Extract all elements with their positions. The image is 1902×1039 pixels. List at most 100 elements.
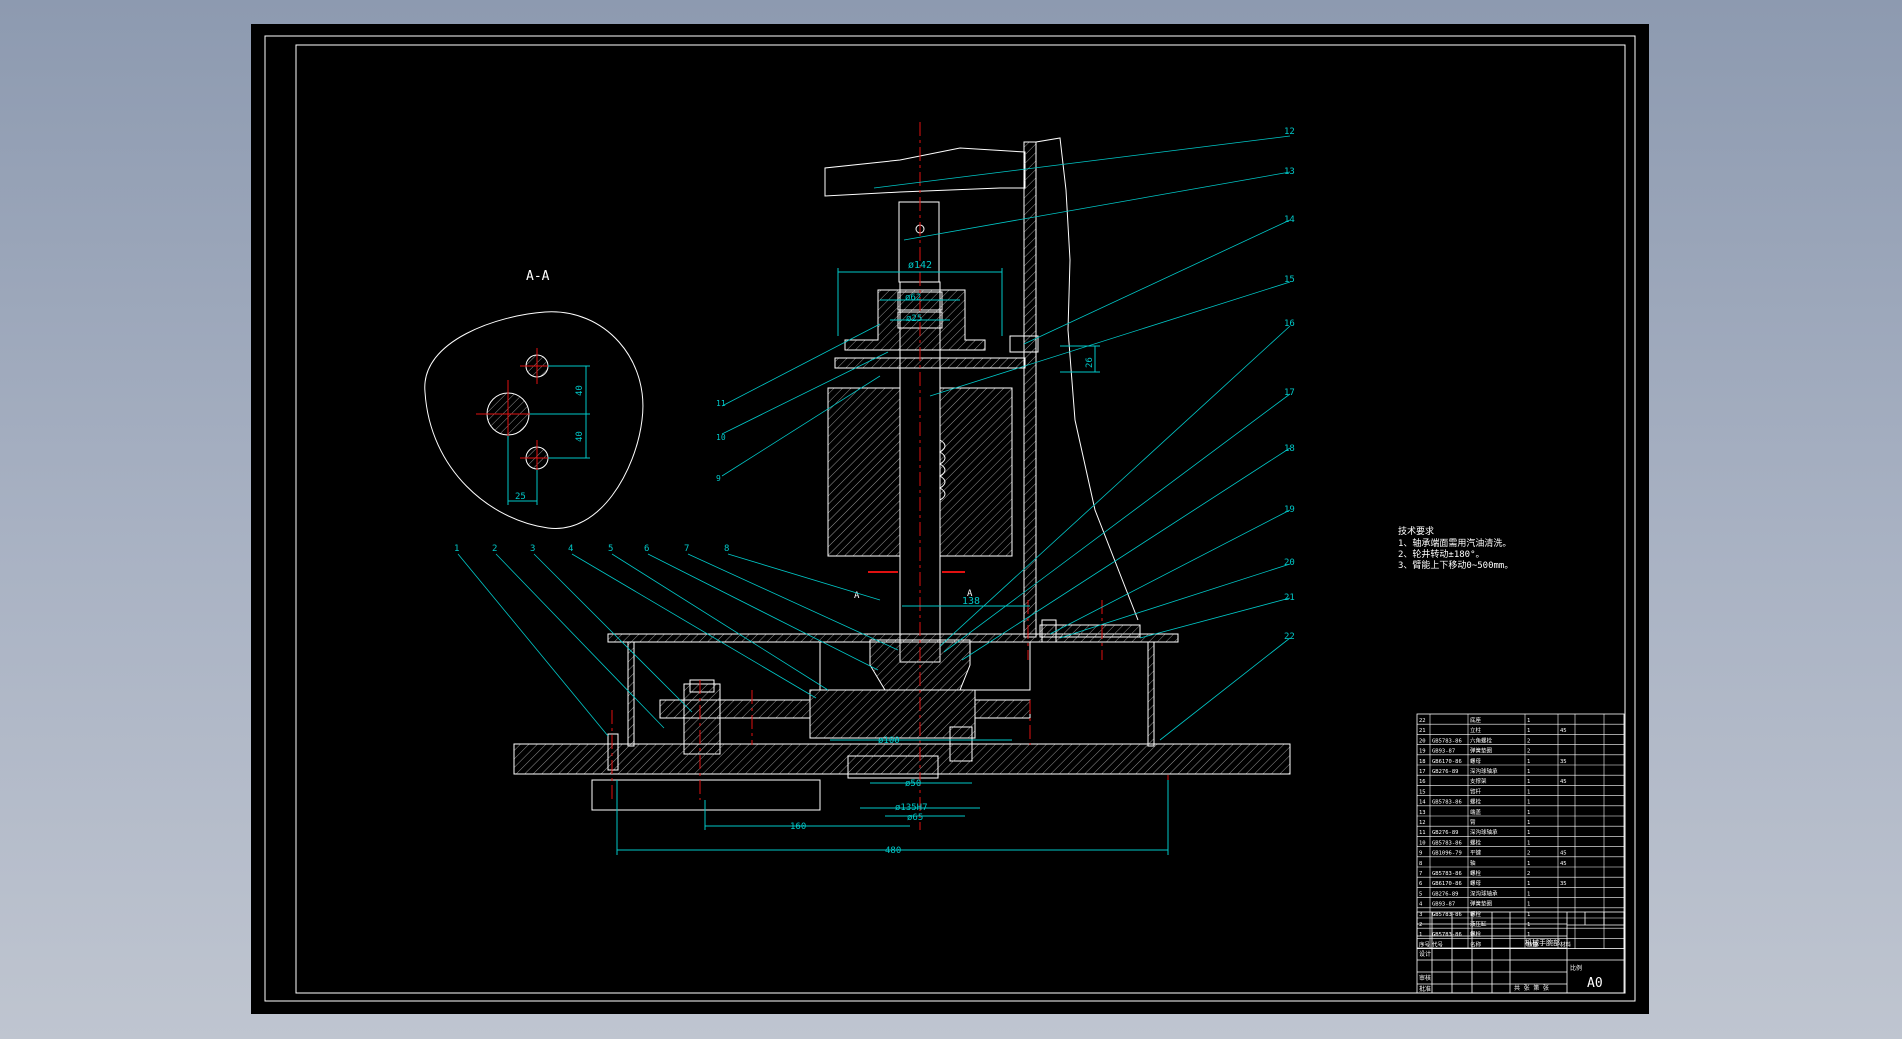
bom-cell-mat: 35 <box>1560 759 1567 765</box>
bom-cell-no: 9 <box>1419 851 1422 857</box>
bom-cell-code: GB5783-86 <box>1432 932 1462 938</box>
bom-cell-name: 弹簧垫圈 <box>1470 747 1493 755</box>
title-check: 审核 <box>1419 974 1431 982</box>
callout-6: 6 <box>644 544 649 554</box>
bom-cell-name: 螺栓 <box>1470 798 1482 806</box>
dimension-lines <box>616 268 1169 855</box>
bom-cell-mat: 45 <box>1560 851 1567 857</box>
bom-header-cell: 材料 <box>1560 940 1572 948</box>
bom-cell-qty: 1 <box>1527 810 1530 816</box>
tech-req-line-2: 2、轮井转动±180°。 <box>1398 548 1485 560</box>
bom-cell-no: 10 <box>1419 840 1426 846</box>
callout-leaders <box>457 135 1291 741</box>
callout-3: 3 <box>530 544 535 554</box>
bom-cell-qty: 1 <box>1527 861 1530 867</box>
bom-cell-no: 1 <box>1419 932 1422 938</box>
callout-14: 14 <box>1284 215 1295 225</box>
bom-cell-code: GB276-89 <box>1432 830 1459 836</box>
bom-cell-no: 17 <box>1419 769 1426 775</box>
bom-cell-qty: 2 <box>1527 749 1530 755</box>
bom-cell-no: 8 <box>1419 861 1422 867</box>
bom-cell-qty: 1 <box>1527 769 1530 775</box>
bom-cell-code: GB6170-86 <box>1432 881 1462 887</box>
bom-cell-qty: 1 <box>1527 718 1530 724</box>
gear-ring <box>809 689 976 739</box>
shaft-spline <box>939 439 946 501</box>
callout-12: 12 <box>1284 127 1295 137</box>
bom-header-cell: 名称 <box>1470 940 1482 948</box>
section-dim-25: 25 <box>515 492 526 502</box>
callout-18: 18 <box>1284 444 1295 454</box>
title-block <box>1416 911 1625 994</box>
bom-cell-name: 弹簧垫圈 <box>1470 900 1493 908</box>
bom-cell-no: 7 <box>1419 871 1422 877</box>
cylinder-body-right <box>939 387 1013 557</box>
bom-cell-name: 六角螺栓 <box>1470 736 1493 744</box>
dim-d50: ø50 <box>905 779 921 789</box>
bom-cell-no: 18 <box>1419 759 1426 765</box>
bom-cell-code: GB5783-86 <box>1432 912 1462 918</box>
bom-cell-mat: 35 <box>1560 881 1567 887</box>
tech-requirements: 技术要求 1、轴承端面需用汽油清洗。 2、轮井转动±180°。 3、臂能上下移动… <box>1398 525 1513 571</box>
callout-11: 11 <box>716 399 726 408</box>
dim-d135h7: ø135H7 <box>895 803 928 813</box>
tech-req-title: 技术要求 <box>1398 525 1434 537</box>
dim-d25: ø25 <box>906 314 922 324</box>
dim-d100: ø100 <box>878 736 900 746</box>
bom-cell-qty: 1 <box>1527 891 1530 897</box>
bom-cell-qty: 1 <box>1527 789 1530 795</box>
bom-cell-name: 立柱 <box>1470 726 1482 734</box>
bom-cell-mat: 45 <box>1560 779 1567 785</box>
bom-cell-name: 深沟球轴承 <box>1470 828 1498 836</box>
bottom-boss <box>847 755 939 779</box>
bom-cell-name: 深沟球轴承 <box>1470 767 1498 775</box>
callout-22: 22 <box>1284 632 1295 642</box>
dim-d62: ø62 <box>905 293 921 303</box>
right-support-wall <box>1147 641 1155 747</box>
callout-4: 4 <box>568 544 573 554</box>
hydraulic-cylinder <box>683 683 721 755</box>
column-wall <box>1023 141 1037 638</box>
tech-req-line-1: 1、轴承端面需用汽油清洗。 <box>1398 537 1511 549</box>
bottom-mount <box>591 779 821 811</box>
column-foot <box>1039 624 1141 638</box>
bom-cell-name: 螺栓 <box>1470 869 1482 877</box>
bom-cell-name: 臂 <box>1470 818 1476 826</box>
bom-cell-no: 6 <box>1419 881 1422 887</box>
bom-cell-no: 3 <box>1419 912 1422 918</box>
dim-138: 138 <box>962 596 980 607</box>
bom-cell-code: GB5783-86 <box>1432 840 1462 846</box>
callout-17: 17 <box>1284 388 1295 398</box>
section-view-a-a: A-A 40 40 25 <box>424 269 644 529</box>
bom-cell-no: 22 <box>1419 718 1426 724</box>
hydraulic-cap <box>689 679 715 693</box>
bom-cell-no: 4 <box>1419 902 1423 908</box>
bom-cell-qty: 1 <box>1527 932 1530 938</box>
sheet-outer-border <box>264 35 1636 1002</box>
callout-19: 19 <box>1284 505 1295 515</box>
bom-cell-no: 14 <box>1419 800 1426 806</box>
bom-cell-name: 螺母 <box>1470 757 1482 765</box>
tech-req-line-3: 3、臂能上下移动0~500mm。 <box>1398 559 1513 571</box>
section-label: A-A <box>526 269 550 284</box>
callout-7: 7 <box>684 544 689 554</box>
bom-cell-qty: 2 <box>1527 738 1530 744</box>
bom-cell-qty: 1 <box>1527 820 1530 826</box>
bom-cell-name: 螺栓 <box>1470 930 1482 938</box>
bom-cell-code: GB276-89 <box>1432 769 1459 775</box>
bom-cell-name: 螺母 <box>1470 879 1482 887</box>
gear-arm-right <box>974 699 1031 719</box>
bom-cell-name: 臂杆 <box>1470 787 1482 795</box>
dim-d65: ø65 <box>907 813 923 823</box>
callout-15: 15 <box>1284 275 1295 285</box>
bom-cell-code: GB5783-86 <box>1432 871 1462 877</box>
bom-cell-name: 螺栓 <box>1470 910 1482 918</box>
bom-cell-code: GB93-87 <box>1432 749 1455 755</box>
bom-cell-code: GB5783-86 <box>1432 800 1462 806</box>
callout-9: 9 <box>716 474 721 483</box>
bom-cell-name: 轴 <box>1470 859 1476 867</box>
title-scale: 比例 <box>1570 964 1582 972</box>
dim-160: 160 <box>790 822 806 832</box>
drawing-name: 机械手腕部 <box>1525 938 1560 947</box>
